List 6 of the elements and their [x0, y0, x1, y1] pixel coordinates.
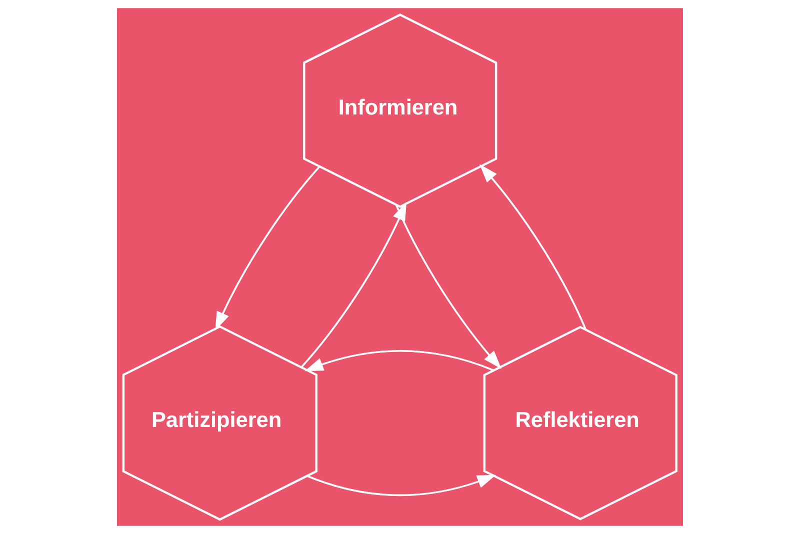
- arrow: [304, 350, 494, 372]
- arrow: [306, 474, 496, 496]
- arrow: [215, 166, 320, 331]
- arrow: [300, 202, 407, 368]
- arrow: [479, 164, 587, 330]
- arrow: [395, 204, 502, 370]
